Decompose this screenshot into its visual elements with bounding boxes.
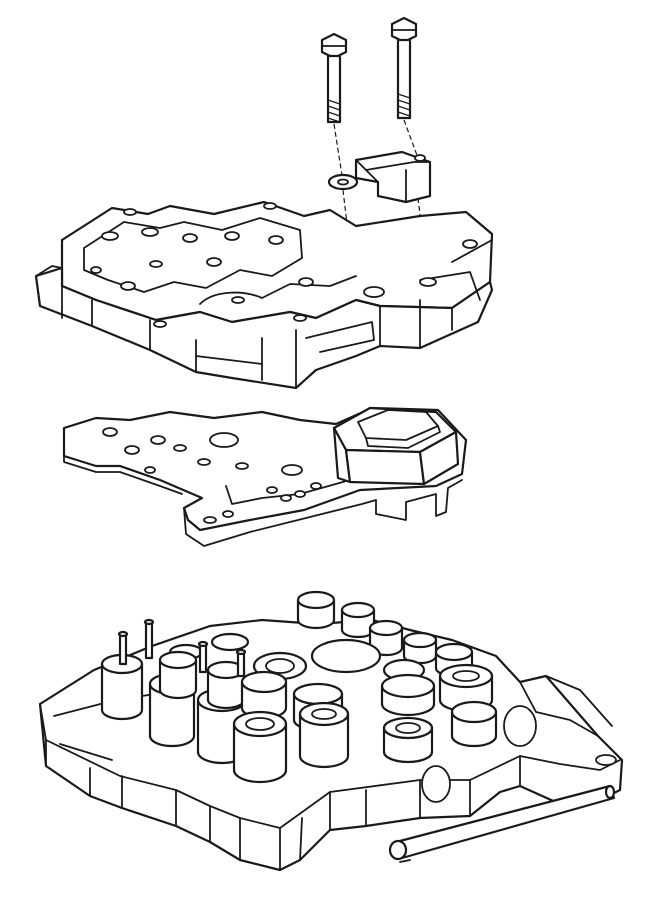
cylinder-bosses bbox=[100, 590, 498, 784]
studs bbox=[117, 618, 247, 678]
lower-valve-body bbox=[38, 590, 624, 872]
solenoid-block bbox=[332, 406, 460, 486]
bolt-right bbox=[390, 16, 419, 159]
bolt-left bbox=[320, 32, 348, 183]
washer bbox=[327, 173, 359, 191]
upper-valve-body bbox=[34, 200, 494, 390]
bracket bbox=[354, 150, 432, 204]
actuator-rod bbox=[388, 784, 616, 863]
